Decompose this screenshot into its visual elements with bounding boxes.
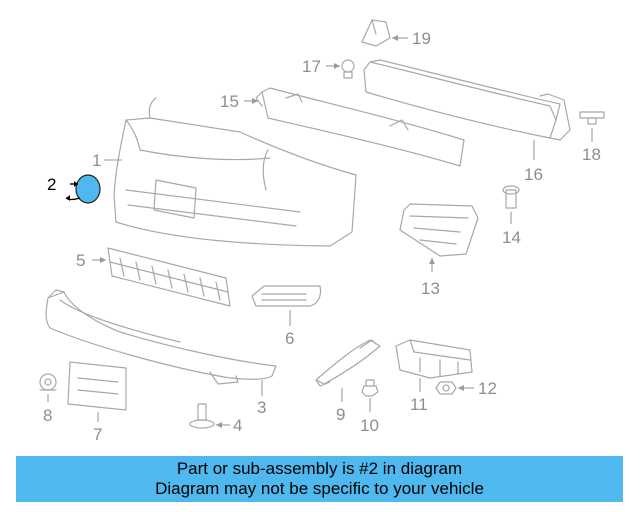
callout-3: 3 xyxy=(257,398,266,417)
info-banner: Part or sub-assembly is #2 in diagram Di… xyxy=(16,456,623,502)
screw-4-part xyxy=(189,403,215,429)
lower-spoiler-part xyxy=(45,289,277,385)
callout-13: 13 xyxy=(421,279,440,298)
bolt-14-part xyxy=(502,185,520,209)
side-bracket-part xyxy=(315,339,381,387)
clip-19-part xyxy=(361,19,391,47)
part-2-cap xyxy=(65,174,101,204)
fog-cover-part xyxy=(251,285,322,307)
reinforcement-bar-part xyxy=(363,59,571,141)
callout-2: 2 xyxy=(47,175,56,194)
bolt-18-part xyxy=(579,111,605,125)
callout-17: 17 xyxy=(302,57,321,76)
callout-15: 15 xyxy=(220,92,239,111)
callout-6: 6 xyxy=(285,329,294,348)
bolt-17-part xyxy=(341,59,355,79)
nut-12-part xyxy=(435,381,457,395)
callout-5: 5 xyxy=(76,251,85,270)
callout-14: 14 xyxy=(502,228,521,247)
parts-diagram: 1 2 3 4 5 6 7 8 9 10 11 12 13 14 15 16 1… xyxy=(39,19,605,444)
callout-7: 7 xyxy=(93,425,102,444)
callout-18: 18 xyxy=(582,145,601,164)
plate-bracket-part xyxy=(67,361,127,411)
inner-bracket-part xyxy=(399,203,479,257)
callout-8: 8 xyxy=(43,406,52,425)
absorber-part xyxy=(255,87,465,167)
callout-9: 9 xyxy=(336,405,345,424)
nut-10-part xyxy=(361,379,379,397)
mount-bracket-part xyxy=(395,339,473,379)
callout-11: 11 xyxy=(410,395,428,414)
banner-line-2: Diagram may not be specific to your vehi… xyxy=(155,479,484,498)
callout-16: 16 xyxy=(524,165,543,184)
grille-part xyxy=(107,247,231,307)
callout-19: 19 xyxy=(412,29,431,48)
bumper-cover-part xyxy=(113,97,357,247)
clip-8-part xyxy=(39,373,57,391)
callout-10: 10 xyxy=(360,416,379,435)
banner-line-1: Part or sub-assembly is #2 in diagram xyxy=(176,459,463,478)
callout-4: 4 xyxy=(233,416,242,435)
callout-1: 1 xyxy=(92,151,101,170)
callout-12: 12 xyxy=(478,379,497,398)
